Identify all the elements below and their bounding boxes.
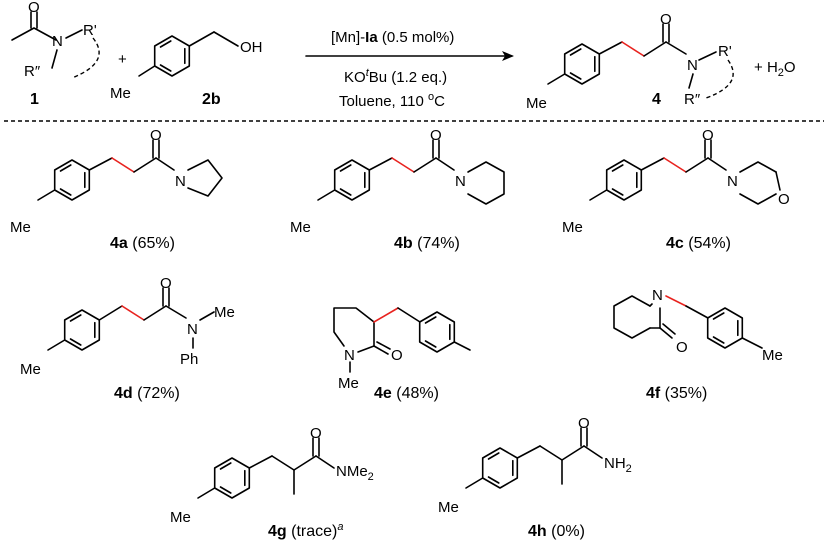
atom-me: Me [762, 347, 783, 364]
atom-o: O [28, 0, 40, 16]
product-4-label: 4 [652, 91, 661, 108]
atom-r-dprime: R″ [24, 63, 41, 80]
atom-me: Me [526, 95, 547, 112]
atom-n: N [687, 57, 698, 74]
product-4g-structure: Me O NMe2 [170, 425, 374, 526]
atom-me: Me [214, 304, 235, 321]
condition-base: KOtBu (1.2 eq.) [344, 67, 447, 86]
product-4b-structure: Me O N [290, 127, 505, 236]
atom-nme2: NMe2 [336, 463, 374, 483]
atom-n: N [52, 33, 63, 50]
product-4a-structure: Me O N [10, 127, 223, 236]
atom-n: N [652, 287, 663, 304]
atom-oh: OH [240, 39, 263, 56]
product-4e-structure: N O Me [333, 307, 471, 392]
atom-r-dprime: R″ [684, 91, 701, 108]
atom-n: N [727, 173, 738, 190]
atom-o: O [430, 127, 442, 144]
atom-me: Me [438, 499, 459, 516]
atom-r-prime: R' [83, 22, 97, 39]
atom-me: Me [10, 219, 31, 236]
product-4c-structure: Me O N O [562, 127, 790, 236]
atom-nh2: NH2 [604, 455, 632, 475]
atom-n: N [187, 321, 198, 338]
product-4h-label: 4h (0%) [528, 523, 585, 540]
atom-n: N [175, 173, 186, 190]
atom-me: Me [290, 219, 311, 236]
atom-o: O [578, 415, 590, 432]
plus-sign: + [118, 51, 127, 68]
product-4a-label: 4a (65%) [110, 235, 175, 252]
atom-me: Me [20, 361, 41, 378]
product-4f-label: 4f (35%) [646, 385, 707, 402]
atom-me: Me [170, 509, 191, 526]
atom-me: Me [338, 375, 359, 392]
byproduct-water: + H2O [754, 59, 796, 79]
atom-o: O [391, 347, 403, 364]
product-4h-structure: Me O NH2 [438, 415, 632, 516]
atom-r-prime: R' [718, 43, 732, 60]
atom-n: N [344, 347, 355, 364]
condition-solvent-temp: Toluene, 110 oC [339, 91, 445, 110]
atom-me: Me [562, 219, 583, 236]
atom-o: O [310, 425, 322, 442]
product-4-structure: Me O N R' R″ [526, 11, 734, 112]
product-4d-structure: Me O N Me Ph [20, 275, 235, 378]
product-4d-label: 4d (72%) [114, 385, 180, 402]
arrow-head [502, 51, 514, 61]
product-4e-label: 4e (48%) [374, 385, 439, 402]
product-4f-structure: N O Me [613, 287, 783, 364]
product-4b-label: 4b (74%) [394, 235, 460, 252]
reagent-2b-structure: OH Me [110, 31, 263, 102]
product-4g-label: 4g (trace)a [268, 521, 343, 540]
atom-o: O [676, 339, 688, 356]
atom-o: O [150, 127, 162, 144]
reagent-1-label: 1 [30, 91, 39, 108]
condition-catalyst: [Mn]-Ia (0.5 mol%) [331, 29, 454, 46]
atom-ph: Ph [180, 351, 198, 368]
atom-o: O [660, 11, 672, 28]
atom-o: O [160, 275, 172, 292]
product-4c-label: 4c (54%) [666, 235, 731, 252]
atom-n: N [455, 173, 466, 190]
atom-me: Me [110, 85, 131, 102]
atom-o: O [778, 191, 790, 208]
atom-o: O [702, 127, 714, 144]
reagent-2b-label: 2b [202, 91, 221, 108]
reagent-1-structure: O N R' R″ [11, 0, 100, 80]
